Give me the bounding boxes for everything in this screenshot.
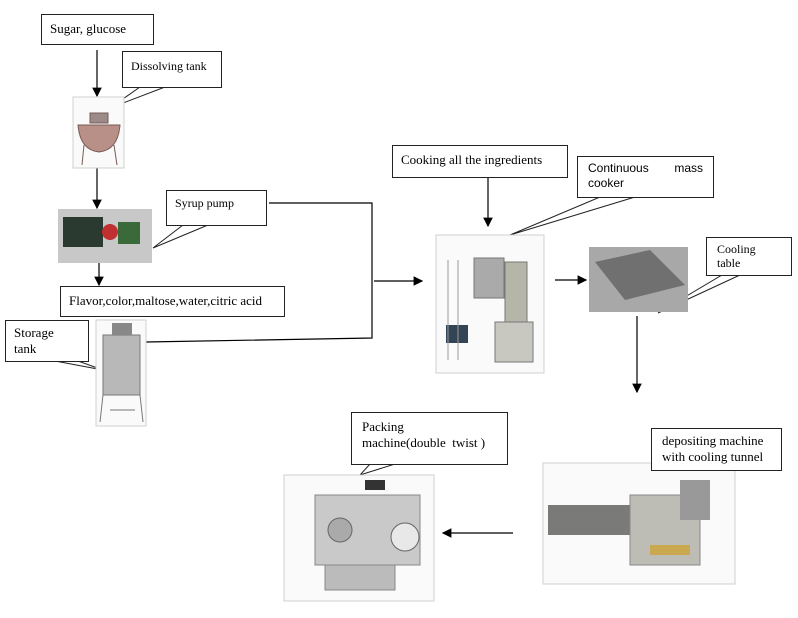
additives-box: Flavor,color,maltose,water,citric acid: [60, 286, 285, 317]
sugar-glucose-box: Sugar, glucose: [41, 14, 154, 45]
callout-tail-pump: [152, 224, 209, 249]
syrup-pump-callout: Syrup pump: [166, 190, 267, 226]
storage-tank-image: [95, 319, 147, 427]
mass-cooker-image: [435, 234, 545, 374]
cooling-label-1: Cooling: [717, 242, 756, 256]
callout-tail-packing: [358, 463, 396, 477]
depositing-machine-image: [542, 462, 736, 585]
cooling-table-image: [589, 247, 688, 312]
packing-machine-image: [283, 474, 435, 602]
sugar-label: Sugar, glucose: [50, 21, 127, 36]
storage-label-line1: Storage: [14, 325, 54, 340]
syrup-pump-label: Syrup pump: [175, 196, 235, 210]
additives-label: Flavor,color,maltose,water,citric acid: [69, 293, 263, 308]
dissolving-tank-image: [72, 96, 125, 169]
mass-cooker-label-2: mass: [674, 161, 703, 175]
cooling-label-2: table: [717, 256, 741, 270]
mass-cooker-label-3: cooker: [588, 176, 625, 190]
cooking-label: Cooking all the ingredients: [401, 152, 543, 167]
line-pump-to-cooker: [145, 202, 373, 343]
dissolving-tank-label: Dissolving tank: [131, 59, 207, 73]
packing-label-1: Packing: [362, 419, 404, 434]
syrup-pump-image: [58, 209, 152, 263]
callout-tail-cooker: [509, 196, 636, 236]
depositing-label-1: depositing machine: [662, 433, 764, 448]
packing-label-2: machine(double twist ): [362, 435, 486, 450]
cooking-box: Cooking all the ingredients: [392, 145, 568, 178]
storage-label-line2: tank: [14, 341, 37, 356]
mass-cooker-callout: Continuous mass cooker: [577, 156, 714, 198]
dissolving-tank-callout: Dissolving tank: [122, 51, 222, 88]
mass-cooker-label-1: Continuous: [588, 161, 649, 175]
depositing-label-2: with cooling tunnel: [662, 449, 764, 464]
